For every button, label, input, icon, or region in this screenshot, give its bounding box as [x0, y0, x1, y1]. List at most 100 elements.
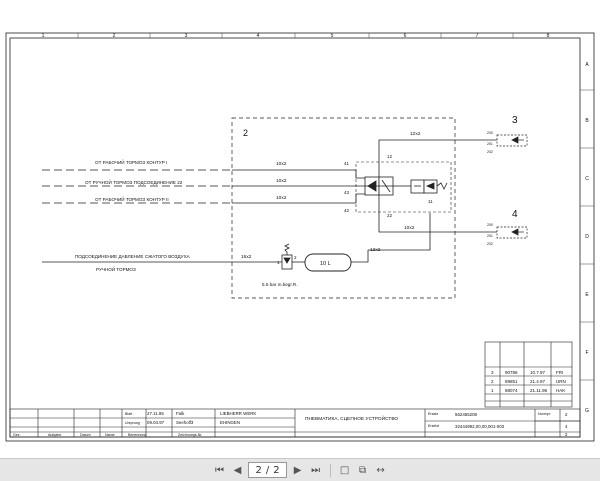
- port-1: 1: [277, 260, 280, 265]
- row-letter-c: C: [585, 176, 589, 182]
- row-letter-b: B: [585, 118, 589, 124]
- drawing-sheet: 1 2 3 4 5 6 7 8 A B C D E F G 2 ОТ РАБОЧ…: [5, 32, 595, 442]
- tb-field-h: Ursprung: [125, 421, 140, 425]
- tb-drawing-title: ПНЕВМАТИКА, СЦЕПНОЕ УСТРОЙСТВО: [305, 414, 398, 422]
- pipe-label-3: 10x2: [276, 195, 287, 201]
- rev-date: 21.4.97: [530, 379, 546, 384]
- tb-field-d: Name: [105, 433, 115, 437]
- outer-frame: [5, 32, 595, 442]
- rev-by: HAK: [556, 388, 565, 393]
- col-num-2: 2: [113, 33, 116, 39]
- rev-date: 10.7.97: [530, 370, 546, 375]
- group-box: [231, 117, 456, 299]
- row-letter-a: A: [585, 62, 589, 68]
- rev-doc: 90786: [505, 370, 518, 375]
- pipe-label-1: 10x2: [276, 161, 287, 167]
- relay-valve-symbol: [364, 176, 394, 196]
- pipe-label-7: 12x2: [370, 247, 381, 253]
- toolbar-divider: [329, 463, 331, 477]
- rev-num: 3: [491, 370, 494, 375]
- tank-output-pipe: [351, 250, 369, 263]
- col-num-3: 3: [185, 33, 188, 39]
- tb-field-e: Benennung: [128, 433, 146, 437]
- title-block-grid: [9, 408, 581, 438]
- pdf-viewer-toolbar: ⏮ ◀ 2 / 2 ▶ ⏭ □ ⧉ ↔: [0, 458, 600, 481]
- tb-drawing-number: 562455208: [455, 412, 478, 417]
- rev-by: FRI: [556, 370, 563, 375]
- rev-num: 2: [491, 379, 494, 384]
- port-12: 12: [387, 154, 393, 159]
- previous-page-icon[interactable]: ◀: [233, 464, 242, 476]
- output-4-tag-a: 200: [487, 223, 493, 227]
- handbrake-valve-symbol: [405, 179, 448, 194]
- row-dividers: [580, 89, 594, 381]
- pipe-label-4: 12x2: [410, 131, 421, 137]
- tb-reference: 32444992,00,00,001-003: [455, 424, 505, 429]
- col-num-4: 4: [257, 33, 260, 39]
- output-4-tag-b: 201: [487, 234, 493, 238]
- revision-rows: 3 90786 10.7.97 FRI 2 89851 21.4.97 URN …: [491, 370, 566, 393]
- first-page-icon[interactable]: ⏮: [214, 464, 224, 476]
- inner-frame: [9, 37, 581, 438]
- line-label-air-supply: ПОДСОЕДИНЕНИЕ ДАВЛЕНИЕ СЖАТОГО ВОЗДУХА: [75, 254, 191, 259]
- internal-pipes: [232, 169, 365, 204]
- col-num-8: 8: [547, 33, 550, 39]
- port-41: 41: [344, 161, 350, 166]
- valve-enclosure: [355, 161, 452, 213]
- fit-width-icon[interactable]: ↔: [376, 464, 385, 476]
- rev-date: 21.11.96: [530, 388, 548, 393]
- tb-name-1: Falk: [176, 411, 185, 416]
- tb-company-2: EHINGEN: [220, 420, 240, 425]
- tb-sheet-total: 2: [565, 412, 568, 417]
- revision-table-grid: [484, 341, 573, 408]
- tb-field-k: Normpr.: [538, 412, 551, 416]
- column-dividers: [77, 33, 514, 38]
- row-letter-g: G: [585, 408, 589, 414]
- next-page-icon[interactable]: ▶: [293, 464, 302, 476]
- page-number-field[interactable]: 2 / 2: [248, 462, 287, 478]
- output-4-tag-c: 202: [487, 242, 493, 246]
- rev-num: 1: [491, 388, 494, 393]
- tb-sheet-b: 2: [565, 432, 568, 437]
- output-3-tag-b: 201: [487, 142, 493, 146]
- tb-sheet-a: 4: [565, 424, 568, 429]
- air-tank-symbol: [304, 253, 352, 272]
- output-3-tag-c: 202: [487, 150, 493, 154]
- group-label: 2: [243, 128, 248, 138]
- coupling-head-4-symbol: [496, 226, 528, 239]
- output-label-3: 3: [512, 115, 518, 126]
- tb-date-2: 09.04.97: [147, 420, 165, 425]
- row-letter-f: F: [585, 350, 588, 356]
- coupling-head-3-symbol: [496, 134, 528, 147]
- valve-pressure-note: 5.5 bar m.begr.R.: [262, 282, 298, 287]
- col-num-1: 1: [42, 33, 45, 39]
- tb-field-g: Blatt: [125, 412, 132, 416]
- rev-by: URN: [556, 379, 566, 384]
- tb-field-j: Ersetzt: [428, 424, 439, 428]
- row-letter-d: D: [585, 234, 589, 240]
- output-pipes: [368, 139, 497, 251]
- pressure-limiting-valve-symbol: [281, 243, 305, 270]
- port-43: 43: [344, 190, 350, 195]
- input-lines: [42, 169, 232, 204]
- line-label-brake-circuit-1: ОТ РАБОЧИЙ ТОРМОЗ КОНТУР I: [95, 158, 167, 165]
- col-num-5: 5: [331, 33, 334, 39]
- tb-company-1: LIEBHERR WERK: [220, 411, 256, 416]
- page-total: 2: [273, 464, 280, 476]
- tb-field-a: Gez.: [13, 433, 21, 437]
- tb-field-c: Datum: [80, 433, 91, 437]
- pipe-label-2: 10x2: [276, 178, 287, 184]
- two-page-view-icon[interactable]: ⧉: [358, 464, 367, 476]
- line-label-brake-circuit-2: ОТ РАБОЧИЙ ТОРМОЗ КОНТУР II: [95, 195, 169, 202]
- rev-doc: 88074: [505, 388, 518, 393]
- single-page-view-icon[interactable]: □: [339, 464, 350, 476]
- page-separator: /: [265, 464, 270, 476]
- port-42: 42: [344, 208, 350, 213]
- pipe-label-6: 16x2: [241, 254, 252, 260]
- line-label-handbrake: ОТ РУЧНОЙ ТОРМОЗ ПОДСОЕДИНЕНИЕ 22: [85, 178, 183, 185]
- page-current: 2: [255, 464, 262, 476]
- tb-field-i: Ersatz: [428, 412, 438, 416]
- last-page-icon[interactable]: ⏭: [311, 464, 321, 476]
- tb-name-2: Seeholf3: [176, 420, 194, 425]
- tb-field-f: Zeichnungs-Nr.: [178, 433, 202, 437]
